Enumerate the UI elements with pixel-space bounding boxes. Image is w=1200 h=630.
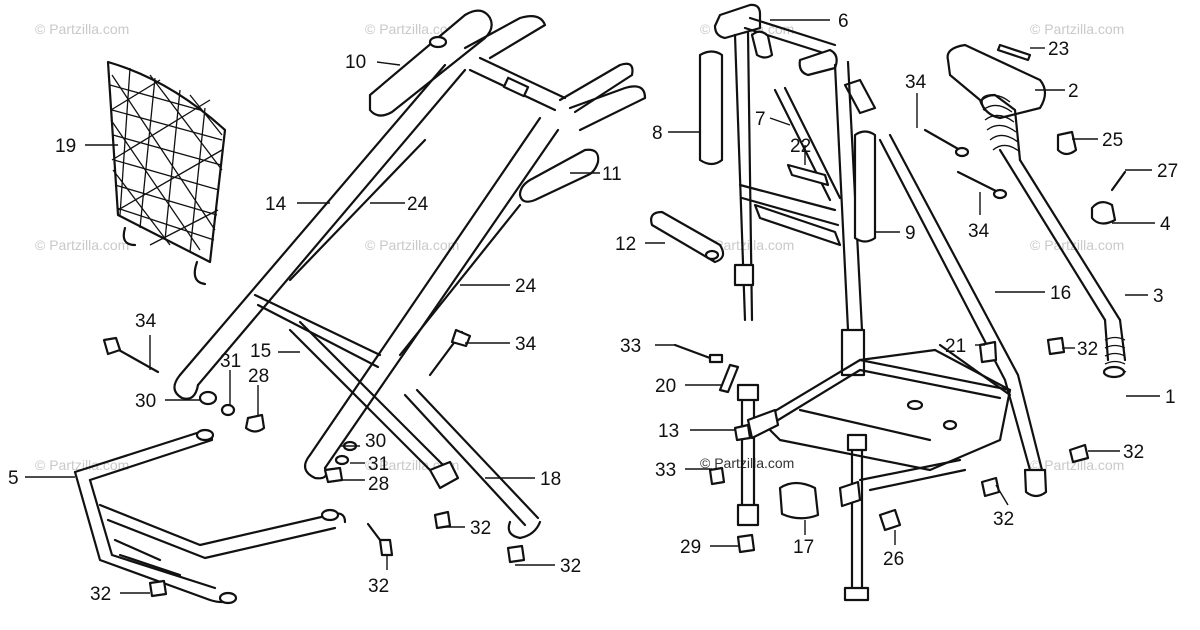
callout-7: 7 [755, 109, 766, 130]
callout-30: 30 [365, 431, 386, 452]
right-hardware [673, 128, 1127, 498]
pipe-3 [980, 93, 1127, 379]
watermark: © Partzilla.com [35, 237, 129, 253]
callout-labels: 19 10 14 24 24 11 34 34 15 31 28 30 30 3… [8, 11, 1178, 605]
strip-23 [996, 43, 1032, 62]
callout-25: 25 [1102, 130, 1123, 151]
callout-1: 1 [1165, 387, 1176, 408]
callout-32: 32 [560, 556, 581, 577]
watermark: © Partzilla.com [35, 21, 129, 37]
callout-13: 13 [658, 421, 679, 442]
watermark: © Partzilla.com [700, 237, 794, 253]
grip-9 [853, 130, 877, 243]
callout-34: 34 [968, 221, 990, 242]
callout-9: 9 [905, 223, 916, 244]
callout-24: 24 [515, 276, 537, 297]
callout-32: 32 [1123, 442, 1144, 463]
cargo-net [106, 60, 227, 286]
leader-lines [25, 19, 1160, 594]
left-hardware [102, 328, 526, 598]
callout-29: 29 [680, 537, 701, 558]
callout-14: 14 [265, 194, 287, 215]
callout-8: 8 [652, 123, 663, 144]
callout-28: 28 [248, 366, 269, 387]
callout-30: 30 [135, 391, 156, 412]
callout-32: 32 [470, 518, 491, 539]
bolt-26 [878, 508, 902, 532]
base-platform [758, 343, 1012, 492]
callout-32: 32 [90, 584, 111, 605]
callout-3: 3 [1153, 286, 1164, 307]
callout-31: 31 [220, 351, 241, 372]
grip-8 [698, 50, 724, 166]
leg-left [736, 383, 780, 554]
main-frame [713, 3, 877, 377]
struts [288, 320, 542, 540]
leg-right [838, 433, 870, 602]
callout-33: 33 [620, 336, 641, 357]
callout-34: 34 [515, 334, 537, 355]
callout-31: 31 [368, 454, 389, 475]
callout-23: 23 [1048, 39, 1069, 60]
callout-4: 4 [1160, 214, 1171, 235]
callout-26: 26 [883, 549, 904, 570]
callout-32: 32 [368, 576, 389, 597]
watermark: © Partzilla.com [1030, 21, 1124, 37]
long-bar-16 [878, 133, 1048, 498]
watermark: © Partzilla.com [1030, 457, 1124, 473]
callout-27: 27 [1157, 161, 1178, 182]
callout-10: 10 [345, 52, 366, 73]
callout-32: 32 [993, 509, 1014, 530]
clamp-17 [778, 481, 820, 520]
watermark: © Partzilla.com [35, 457, 129, 473]
watermark: © Partzilla.com [700, 455, 794, 471]
callout-32: 32 [1077, 339, 1098, 360]
callout-22: 22 [790, 136, 811, 157]
top-grip [368, 9, 493, 117]
callout-24: 24 [407, 194, 429, 215]
grip-12 [650, 210, 725, 264]
callout-21: 21 [945, 336, 966, 357]
callout-5: 5 [8, 468, 19, 489]
callout-12: 12 [615, 234, 636, 255]
carrier-frame [73, 428, 347, 605]
callout-11: 11 [602, 164, 622, 185]
callout-16: 16 [1050, 283, 1071, 304]
callout-19: 19 [55, 136, 76, 157]
side-rails [173, 15, 647, 480]
watermark: © Partzilla.com [365, 21, 459, 37]
callout-20: 20 [655, 376, 676, 397]
callout-6: 6 [838, 11, 849, 32]
watermark: © Partzilla.com [365, 237, 459, 253]
callout-33: 33 [655, 460, 676, 481]
callout-28: 28 [368, 474, 389, 495]
callout-17: 17 [793, 537, 814, 558]
callout-2: 2 [1068, 81, 1079, 102]
callout-34: 34 [905, 72, 927, 93]
watermark: © Partzilla.com [1030, 237, 1124, 253]
callout-18: 18 [540, 469, 561, 490]
callout-15: 15 [250, 341, 271, 362]
callout-34: 34 [135, 311, 157, 332]
